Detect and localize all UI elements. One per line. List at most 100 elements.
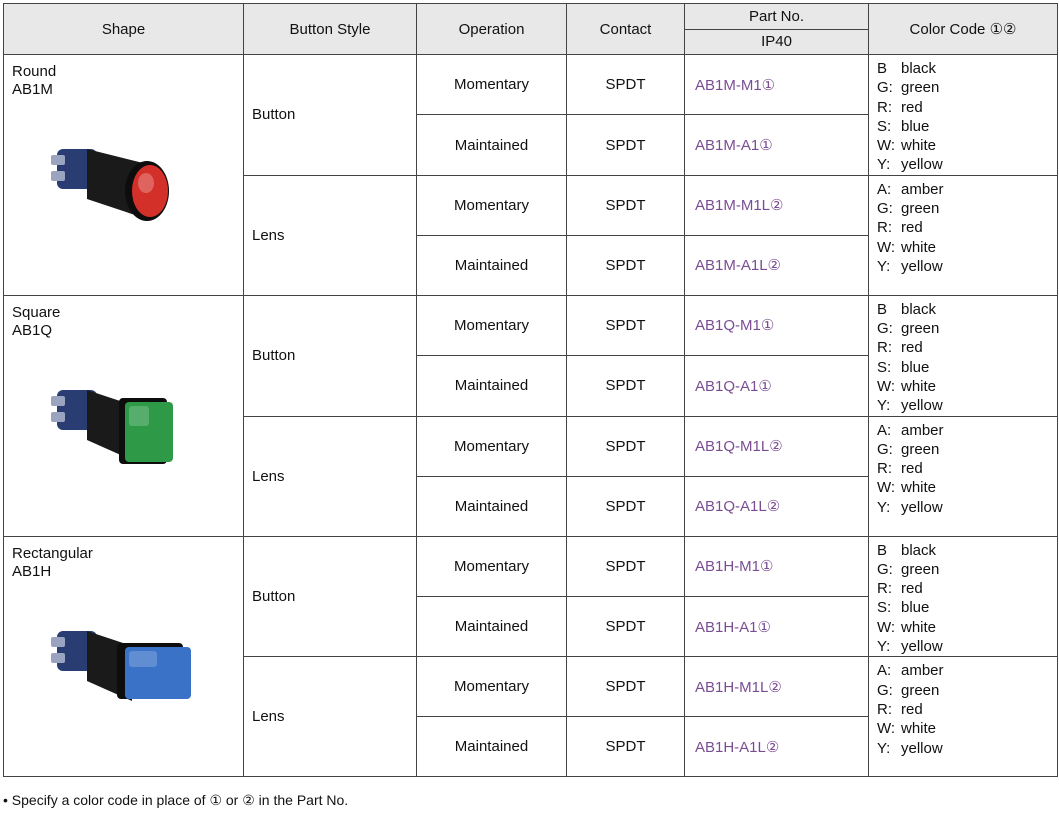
shape-code: AB1H: [12, 562, 52, 580]
color-code-name: green: [901, 440, 940, 458]
color-code-letter: Y:: [877, 257, 891, 275]
color-code-item: W: white: [877, 136, 1057, 155]
header-button-style: Button Style: [243, 3, 417, 55]
header-contact: Contact: [566, 3, 685, 55]
color-code-letter: G:: [877, 560, 893, 578]
button-style-cell: Lens: [243, 415, 417, 537]
color-code-name: blue: [901, 358, 930, 376]
button-style-cell: Lens: [243, 174, 417, 296]
color-code-name: red: [901, 219, 923, 237]
part-number-cell: AB1H-M1①: [684, 535, 869, 597]
color-code-name: black: [901, 300, 937, 318]
color-code-letter: W:: [877, 479, 896, 497]
color-code-letter: W:: [877, 720, 896, 738]
contact-cell: SPDT: [566, 656, 685, 718]
shape-code: AB1M: [12, 81, 53, 98]
color-code-name: red: [901, 339, 923, 357]
contact-cell: SPDT: [566, 716, 685, 778]
color-code-item: G:green: [877, 199, 1057, 218]
operation-cell: Momentary: [416, 53, 567, 116]
button-style-cell: Button: [243, 54, 417, 176]
switch-photo: [47, 119, 197, 259]
color-code-item: W: white: [877, 719, 1057, 738]
color-code-item: R:red: [877, 579, 1057, 598]
color-code-item: W:white: [877, 618, 1057, 637]
color-code-item: A:amber: [877, 661, 1057, 680]
switch-photo: [47, 360, 197, 500]
contact-cell: SPDT: [566, 355, 685, 417]
color-code-name: white: [901, 720, 937, 738]
color-code-item: A:amber: [877, 180, 1057, 199]
color-code-name: blue: [901, 117, 930, 135]
operation-cell: Maintained: [416, 234, 567, 296]
color-code-item: R:red: [877, 459, 1057, 478]
operation-cell: Maintained: [416, 595, 567, 658]
color-code-name: white: [901, 238, 937, 256]
color-code-item: G:green: [877, 681, 1057, 700]
color-code-item: R:red: [877, 218, 1057, 237]
header-ip40: IP40: [684, 28, 869, 55]
color-code-letter: Y:: [877, 638, 891, 656]
color-code-letter: R:: [877, 580, 892, 598]
color-code-name: amber: [901, 421, 944, 439]
shape-name: Square: [12, 303, 61, 321]
color-code-name: red: [901, 98, 923, 116]
shape-code: AB1Q: [12, 321, 53, 339]
operation-cell: Maintained: [416, 355, 567, 417]
header-shape: Shape: [3, 3, 244, 55]
color-code-letter: G:: [877, 681, 893, 699]
contact-cell: SPDT: [566, 114, 685, 176]
color-code-item: S:blue: [877, 358, 1057, 377]
color-code-letter: R:: [877, 700, 892, 718]
operation-cell: Maintained: [416, 716, 567, 778]
part-number-cell: AB1M-M1L②: [684, 174, 869, 236]
button-style-cell: Button: [243, 535, 417, 658]
button-style-cell: Lens: [243, 656, 417, 778]
color-code-item: W: white: [877, 238, 1057, 257]
color-code-name: white: [901, 377, 937, 395]
color-code-item: A: amber: [877, 421, 1057, 440]
color-code-letter: B: [877, 60, 888, 77]
contact-cell: SPDT: [566, 234, 685, 296]
color-code-name: yellow: [901, 498, 943, 516]
part-number-cell: AB1Q-M1L②: [684, 415, 869, 477]
color-code-letter: B: [877, 300, 888, 318]
part-number-cell: AB1M-M1①: [684, 53, 869, 116]
color-code-letter: A:: [877, 180, 892, 198]
color-code-letter: Y:: [877, 156, 891, 174]
color-code-name: white: [901, 137, 937, 155]
color-code-letter: A:: [877, 662, 892, 680]
shape-name: Round: [12, 63, 57, 80]
part-number-cell: AB1H-M1L②: [684, 656, 869, 718]
color-code-item: S:blue: [877, 598, 1057, 617]
color-code-letter: W:: [877, 238, 896, 256]
color-code-item: Y:yellow: [877, 637, 1057, 656]
contact-cell: SPDT: [566, 535, 685, 597]
color-code-item: Y:yellow: [877, 257, 1057, 276]
footnote: • Specify a color code in place of ① or …: [3, 792, 349, 808]
color-code-item: Y:yellow: [877, 498, 1057, 517]
color-code-name: green: [901, 79, 940, 97]
operation-cell: Momentary: [416, 415, 567, 477]
contact-cell: SPDT: [566, 415, 685, 477]
color-code-letter: A:: [877, 421, 892, 439]
color-code-letter: G:: [877, 200, 893, 218]
color-code-letter: W:: [877, 137, 896, 155]
color-code-item: R:red: [877, 98, 1057, 117]
